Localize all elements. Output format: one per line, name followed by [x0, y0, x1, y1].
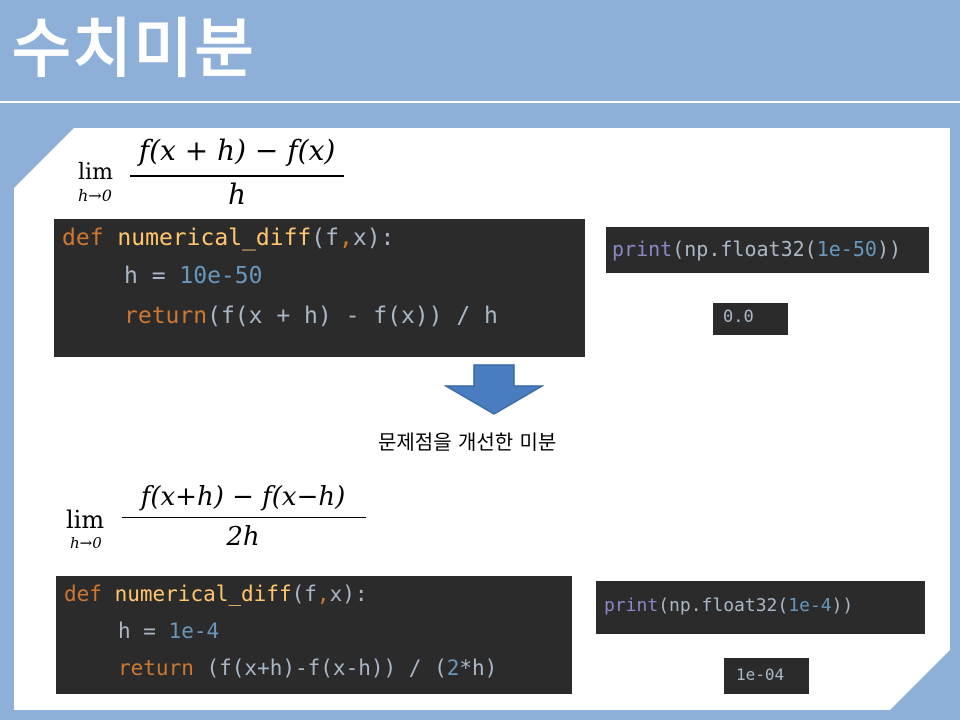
denominator: h — [227, 178, 247, 211]
code-number: 1e-4 — [788, 595, 832, 616]
lim-subscript: h→0 — [78, 186, 112, 205]
formula-central-difference: lim h→0 f(x+h) − f(x−h) 2h — [66, 480, 366, 560]
code-number: 2 — [446, 656, 460, 680]
code-line-2: h = 1e-4 — [118, 619, 219, 643]
code-block-forward: def numerical_diff(f,x): h = 10e-50 retu… — [54, 219, 585, 357]
print-keyword: print — [604, 595, 659, 616]
code-text: (f(x+h)-f(x-h)) / ( — [193, 656, 447, 680]
code-number: 10e-50 — [179, 263, 263, 289]
formula-forward-difference: lim h→0 f(x + h) − f(x) h — [78, 134, 358, 214]
code-comma: , — [338, 225, 353, 251]
lim-label: lim — [66, 506, 105, 534]
code-text: )) — [876, 237, 902, 261]
down-arrow-icon — [444, 364, 544, 415]
numerator: f(x + h) − f(x) — [138, 134, 336, 167]
result-value: 1e-04 — [736, 665, 785, 684]
code-number: 1e-50 — [816, 237, 877, 261]
code-line-3: return (f(x+h)-f(x-h)) / (2*h) — [118, 656, 497, 680]
code-number: 1e-4 — [168, 619, 220, 643]
code-text: (f — [291, 582, 317, 606]
code-text: (np.float32( — [672, 237, 817, 261]
code-text: )) — [831, 595, 854, 616]
code-text: *h) — [459, 656, 498, 680]
code-line-1: def numerical_diff(f,x): — [64, 582, 368, 606]
code-comma: , — [316, 582, 330, 606]
code-line-3: return(f(x + h) - f(x)) / h — [124, 303, 498, 329]
output-result-1: 0.0 — [713, 303, 788, 335]
code-text: h = — [124, 263, 180, 289]
fraction-line — [130, 175, 344, 177]
result-value: 0.0 — [723, 307, 754, 327]
code-text: (f — [311, 225, 339, 251]
caption-improved-diff: 문제점을 개선한 미분 — [378, 430, 557, 454]
title-bar: 수치미분 — [0, 0, 960, 102]
code-line-2: h = 10e-50 — [124, 263, 262, 289]
print-snippet-1: print(np.float32(1e-50)) — [606, 227, 929, 273]
code-block-central: def numerical_diff(f,x): h = 1e-4 return… — [56, 576, 572, 694]
code-text: (f(x + h) - f(x)) / h — [207, 303, 498, 329]
function-name: numerical_diff — [117, 225, 312, 251]
keyword-return: return — [124, 303, 208, 329]
lim-label: lim — [78, 160, 113, 185]
code-text: x): — [329, 582, 368, 606]
keyword-def: def — [64, 582, 102, 606]
keyword-return: return — [118, 656, 194, 680]
output-result-2: 1e-04 — [724, 658, 809, 694]
code-text: (np.float32( — [658, 595, 789, 616]
slide-title: 수치미분 — [12, 13, 256, 87]
keyword-def: def — [62, 225, 104, 251]
print-keyword: print — [612, 237, 673, 261]
numerator: f(x+h) − f(x−h) — [140, 482, 346, 512]
denominator: 2h — [226, 522, 260, 552]
function-name: numerical_diff — [114, 582, 292, 606]
code-text: h = — [118, 619, 169, 643]
code-line-1: def numerical_diff(f,x): — [62, 225, 394, 251]
lim-subscript: h→0 — [70, 534, 102, 552]
code-text: x): — [352, 225, 395, 251]
fraction-line — [122, 517, 366, 518]
print-snippet-2: print(np.float32(1e-4)) — [596, 581, 925, 634]
title-divider — [0, 101, 960, 103]
